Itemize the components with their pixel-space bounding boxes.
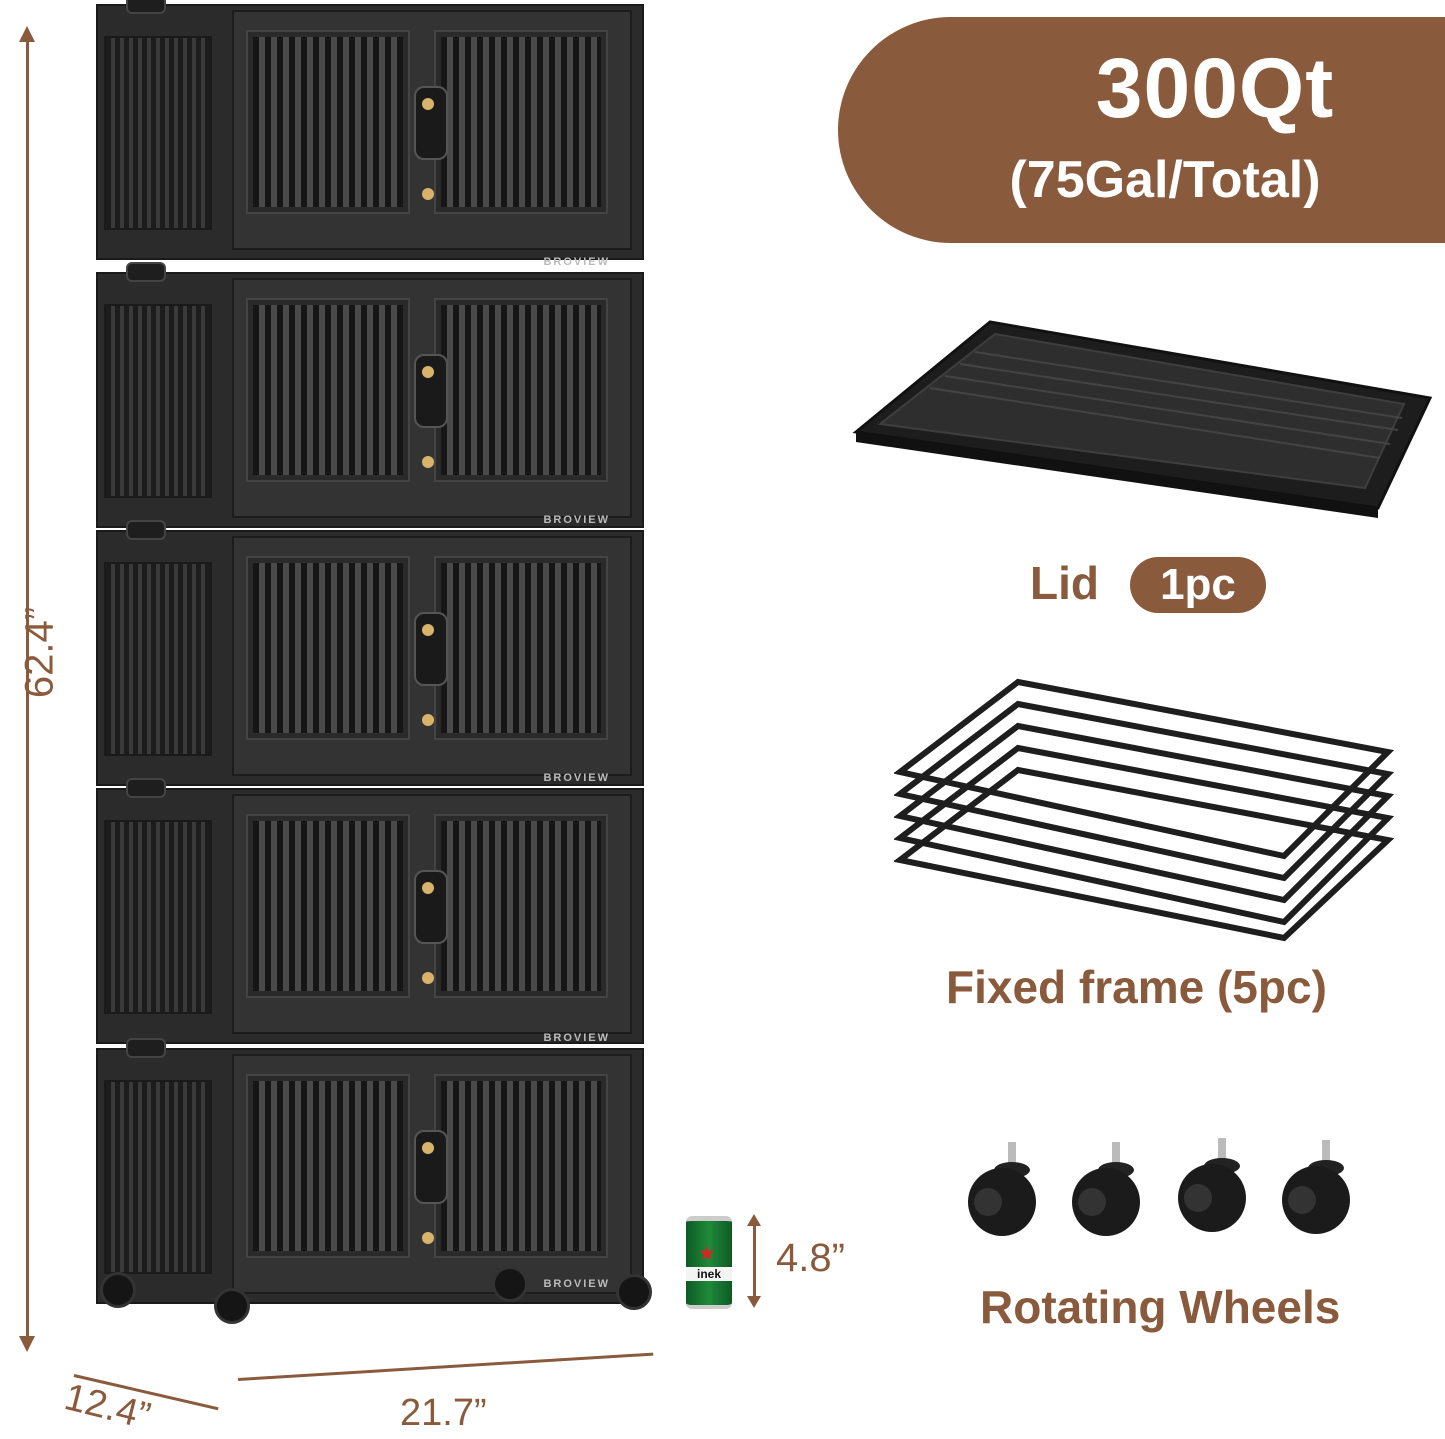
front-panel [232, 278, 632, 518]
right-door [434, 298, 608, 482]
can-brand-text: inek [696, 1267, 721, 1281]
left-door [246, 30, 410, 214]
front-panel [232, 1054, 632, 1294]
cabinet-wheel-icon [492, 1266, 528, 1302]
frame-illustration [894, 678, 1394, 942]
caster-wheel-icon [968, 1142, 1036, 1236]
can-dimension-line [753, 1220, 756, 1304]
frame-label: Fixed frame (5pc) [946, 961, 1327, 1013]
door-handle-icon [414, 612, 448, 686]
knob-icon [422, 882, 434, 894]
latch-icon [126, 778, 166, 798]
knob-icon [422, 714, 434, 726]
cabinet-unit-3: BROVIEW [96, 514, 644, 786]
height-arrow-bottom-icon [19, 1336, 35, 1352]
left-door [246, 814, 410, 998]
latch-icon [126, 520, 166, 540]
latch-icon [126, 262, 166, 282]
brand-logo: BROVIEW [543, 256, 610, 268]
height-arrow-top-icon [19, 26, 35, 42]
capacity-quarts: 300Qt [1095, 41, 1335, 135]
latch-icon [126, 0, 166, 14]
lid-quantity-badge: 1pc [1130, 557, 1266, 613]
lid-illustration [852, 320, 1433, 518]
brand-logo: BROVIEW [543, 514, 610, 526]
storage-cabinet: BROVIEW BROVIEW BROVIEW [96, 0, 652, 1324]
brand-logo: BROVIEW [543, 1278, 610, 1290]
depth-label: 12.4” [60, 1376, 155, 1438]
right-door [434, 1074, 608, 1258]
capacity-banner [838, 17, 1445, 243]
front-panel [232, 536, 632, 776]
left-door [246, 556, 410, 740]
right-door [434, 556, 608, 740]
caster-wheel-icon [1282, 1140, 1350, 1234]
side-panel [104, 36, 212, 230]
can-height-label: 4.8” [776, 1236, 845, 1280]
knob-icon [422, 624, 434, 636]
can-arrow-top-icon [747, 1214, 761, 1226]
side-panel [104, 820, 212, 1014]
cabinet-wheel-icon [214, 1288, 250, 1324]
front-panel [232, 794, 632, 1034]
latch-icon [126, 1038, 166, 1058]
caster-wheel-icon [1178, 1138, 1246, 1232]
height-label: 62.4” [17, 606, 62, 699]
door-handle-icon [414, 354, 448, 428]
left-door [246, 1074, 410, 1258]
capacity-gallons: (75Gal/Total) [1009, 151, 1321, 209]
right-door [434, 30, 608, 214]
left-door [246, 298, 410, 482]
width-label: 21.7” [400, 1392, 487, 1434]
cabinet-unit-2: BROVIEW [96, 256, 644, 528]
caster-wheel-icon [1072, 1142, 1140, 1236]
wheels-label: Rotating Wheels [980, 1281, 1341, 1333]
knob-icon [422, 1142, 434, 1154]
side-panel [104, 304, 212, 498]
knob-icon [422, 366, 434, 378]
side-panel [104, 562, 212, 756]
can-arrow-bottom-icon [747, 1296, 761, 1308]
lid-label: Lid [1030, 557, 1099, 609]
can-label-band [686, 1267, 732, 1281]
knob-icon [422, 456, 434, 468]
cabinet-unit-5: BROVIEW BROVIEW [96, 1032, 644, 1304]
door-handle-icon [414, 86, 448, 160]
side-panel [104, 1080, 212, 1274]
cabinet-wheel-icon [616, 1274, 652, 1310]
star-icon: ★ [698, 1243, 716, 1265]
brand-logo: BROVIEW [543, 1032, 610, 1044]
width-dimension-line [237, 1352, 654, 1381]
height-dimension-line [26, 34, 29, 1346]
knob-icon [422, 972, 434, 984]
right-door [434, 814, 608, 998]
beer-can: ★ inek [686, 1216, 732, 1309]
knob-icon [422, 1232, 434, 1244]
door-handle-icon [414, 1130, 448, 1204]
door-handle-icon [414, 870, 448, 944]
knob-icon [422, 98, 434, 110]
cabinet-wheel-icon [100, 1272, 136, 1308]
knob-icon [422, 188, 434, 200]
cabinet-unit-4: BROVIEW [96, 772, 644, 1044]
cabinet-unit-1 [96, 0, 644, 260]
front-panel [232, 10, 632, 250]
brand-logo: BROVIEW [543, 772, 610, 784]
